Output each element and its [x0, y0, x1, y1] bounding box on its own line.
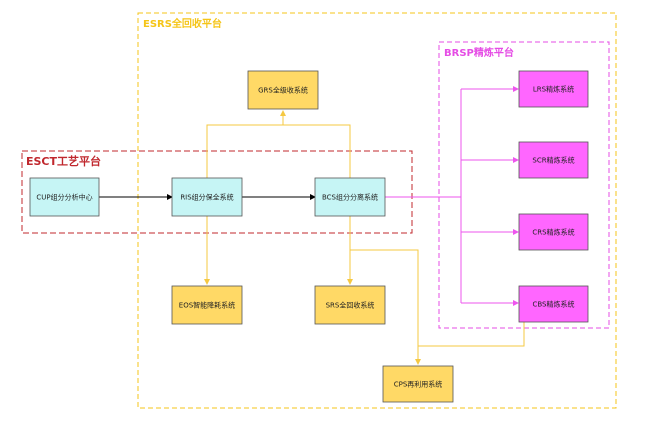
connector-ris-grs [206, 110, 286, 178]
connector-cbs-cps [418, 322, 525, 347]
node-cup-label: CUP组分分析中心 [36, 193, 92, 202]
node-cbs[interactable]: CBS精炼系统 [518, 285, 589, 323]
node-scr[interactable]: SCR精炼系统 [518, 141, 589, 179]
node-grs-label: GRS全级收系统 [258, 86, 308, 95]
node-bcs-label: BCS组分分离系统 [322, 193, 378, 202]
node-ris-label: RIS组分保全系统 [180, 193, 233, 202]
node-cup[interactable]: CUP组分分析中心 [29, 177, 100, 217]
node-cbs-label: CBS精炼系统 [532, 300, 574, 309]
node-ris[interactable]: RIS组分保全系统 [171, 177, 243, 217]
node-lrs[interactable]: LRS精炼系统 [518, 70, 589, 108]
esct-group-frame [21, 150, 413, 234]
node-bcs[interactable]: BCS组分分离系统 [314, 177, 386, 217]
connector-bcs-grs [283, 124, 351, 178]
esrs-group-label: ESRS全回收平台 [143, 17, 222, 30]
esct-group-label: ESCT工艺平台 [26, 154, 101, 168]
node-cps-label: CPS再利用系统 [394, 380, 443, 389]
node-eos[interactable]: EOS智能降耗系统 [171, 285, 243, 325]
node-srs[interactable]: SRS全回收系统 [314, 285, 386, 325]
node-eos-label: EOS智能降耗系统 [179, 301, 235, 310]
node-crs-label: CRS精炼系统 [532, 228, 574, 237]
brsp-group-label: BRSP精炼平台 [444, 46, 514, 59]
node-cps[interactable]: CPS再利用系统 [382, 365, 454, 403]
node-scr-label: SCR精炼系统 [532, 156, 574, 165]
node-lrs-label: LRS精炼系统 [533, 85, 574, 94]
node-srs-label: SRS全回收系统 [326, 301, 375, 310]
node-grs[interactable]: GRS全级收系统 [247, 70, 319, 110]
node-crs[interactable]: CRS精炼系统 [518, 213, 589, 251]
connector-bcs-cps [350, 249, 421, 365]
esrs-group-frame [137, 12, 617, 409]
